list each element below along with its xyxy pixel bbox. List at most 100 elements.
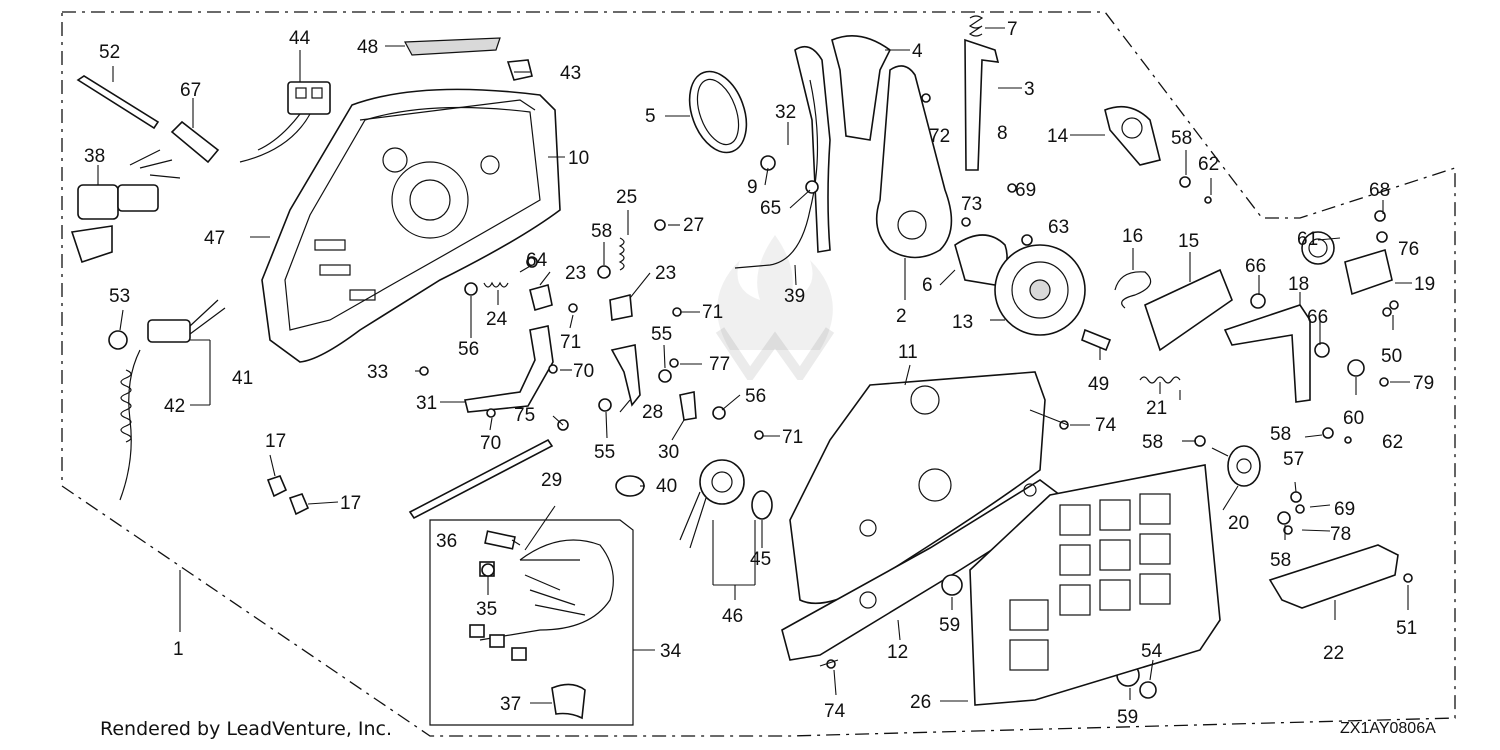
callout-label: 78 [1330,524,1351,545]
callout-label: 71 [702,302,723,323]
shift-rod [964,38,1000,171]
callout-label: 16 [1122,226,1143,247]
emergency-stop-switch [119,299,226,501]
callout-label: 44 [289,28,311,49]
callout-label: 57 [1283,449,1304,470]
callout-label: 72 [929,126,950,147]
callout-label: 12 [887,642,908,663]
callout-label: 23 [655,263,676,284]
callout-label: 49 [1088,374,1109,395]
trim-switch [239,81,331,163]
callout-label: 5 [645,106,656,127]
callout-label: 69 [1334,499,1355,520]
ignition-switch [70,149,181,264]
callout-label: 67 [180,80,201,101]
callout-label: 9 [747,177,758,198]
callout-label: 36 [436,531,457,552]
callout-label: 50 [1381,346,1402,367]
callout-label: 69 [1015,180,1036,201]
cover-plate [1344,248,1393,296]
callout-label: 58 [1142,432,1163,453]
callout-label: 58 [1270,424,1291,445]
collar [170,120,220,164]
callout-label: 10 [568,148,589,169]
control-box-case [261,88,561,363]
harness [734,79,819,269]
lever-arm [875,65,953,259]
grommet [615,475,645,497]
washer [751,490,773,520]
clip [609,293,633,321]
callout-label: 17 [265,431,286,452]
callout-label: 56 [745,386,766,407]
callout-label: 33 [367,362,388,383]
bolt [1081,328,1112,352]
callout-label: 22 [1323,643,1344,664]
callout-label: 8 [997,123,1008,144]
callout-label: 6 [922,275,933,296]
callout-label: 59 [1117,707,1138,728]
callout-label: 71 [782,427,803,448]
callout-label: 46 [722,606,743,627]
callout-label: 19 [1414,274,1435,295]
clip [529,283,553,312]
clip [506,59,533,81]
callout-label: 74 [824,701,846,722]
callout-label: 64 [526,250,548,271]
mounting-bracket [1268,544,1399,609]
spring [618,237,625,271]
callout-label: 56 [458,339,479,360]
callout-label: 61 [1297,229,1318,250]
callout-label: 58 [1270,550,1291,571]
callout-label: 37 [500,694,521,715]
detent-disc [994,244,1086,336]
callout-label: 53 [109,286,130,307]
callout-label: 25 [616,187,637,208]
callout-label: 70 [573,361,594,382]
cap [266,475,288,498]
callout-label: 41 [232,368,253,389]
long-bolt [76,75,160,130]
callout-label: 71 [560,332,581,353]
callout-label: 60 [1343,408,1364,429]
callout-label: 75 [514,405,535,426]
callout-label: 17 [340,493,361,514]
grille-panel [969,464,1221,706]
neutral-switch [679,459,745,549]
callout-label: 11 [898,342,918,363]
callout-label: 66 [1245,256,1266,277]
spring-clip [1114,271,1152,309]
callout-label: 62 [1382,432,1403,453]
callout-label: 7 [1007,19,1018,40]
callout-label: 70 [480,433,501,454]
main-harness [469,530,614,661]
callout-label: 73 [961,194,982,215]
callout-label: 4 [912,41,923,62]
callout-label: 62 [1198,154,1219,175]
callout-label: 26 [910,692,931,713]
callout-label: 76 [1398,239,1419,260]
callout-label: 13 [952,312,973,333]
assembly-boundary [61,11,1456,737]
callout-label: 63 [1048,217,1069,238]
callout-label: 3 [1024,79,1035,100]
callout-label: 55 [651,324,672,345]
side-cover [789,371,1046,605]
label-plate [404,37,501,56]
lock-plate [1104,105,1161,166]
grommet [1301,231,1335,265]
callout-label: 30 [658,442,679,463]
neutral-arm [1223,304,1311,403]
throttle-cable [408,438,554,520]
clip [679,391,697,421]
callout-label: 58 [591,221,612,242]
callout-label: 42 [164,396,185,417]
callout-label: 58 [1171,128,1192,149]
callout-label: 35 [476,599,497,620]
callout-label: 14 [1047,126,1069,147]
callout-label: 52 [99,42,120,63]
washer [108,330,128,350]
callout-label: 21 [1146,398,1167,419]
callout-label: 40 [656,476,677,497]
